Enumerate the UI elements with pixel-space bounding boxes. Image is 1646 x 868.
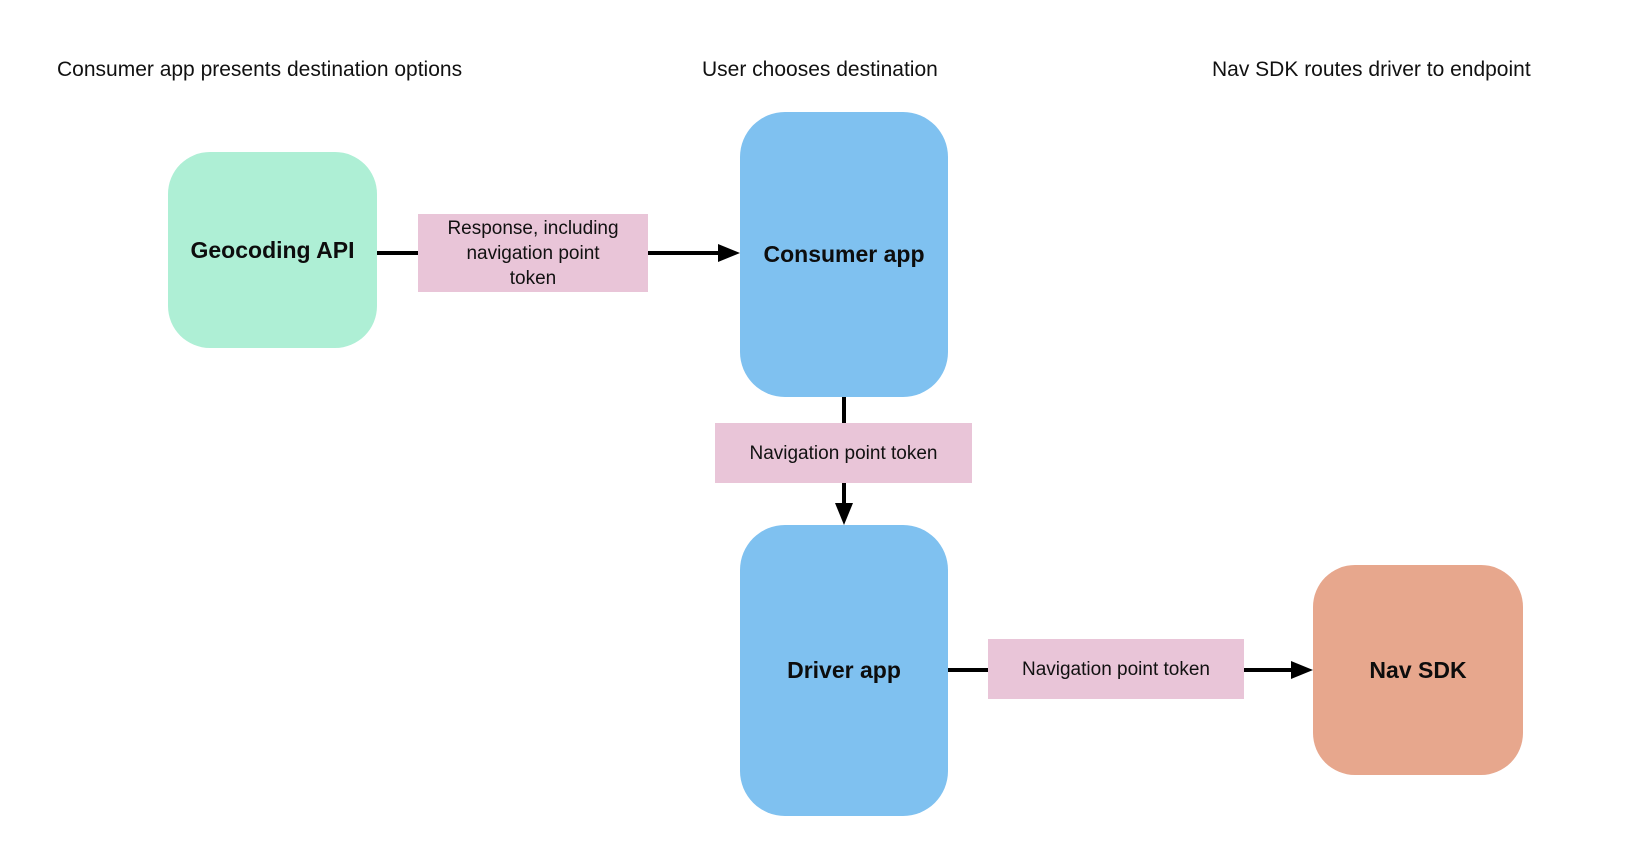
node-consumer-app: Consumer app [740, 112, 948, 397]
arrowhead-into-consumer-app-icon [718, 244, 740, 262]
edge-label-token-horizontal-text: Navigation point token [1021, 658, 1210, 680]
node-geocoding-api-label: Geocoding API [190, 236, 355, 263]
arrowhead-into-driver-app-icon [835, 503, 853, 525]
node-nav-sdk: Nav SDK [1313, 565, 1523, 775]
edge-label-navigation-point-token-horizontal: Navigation point token [988, 639, 1244, 699]
edge-label-response-text: Response, including navigation point tok… [447, 217, 619, 289]
edge-label-token-vertical-text: Navigation point token [749, 442, 938, 464]
node-consumer-app-label: Consumer app [763, 241, 925, 267]
node-nav-sdk-label: Nav SDK [1369, 656, 1467, 683]
edge-label-navigation-point-token-vertical: Navigation point token [715, 423, 972, 483]
node-geocoding-api: Geocoding API [168, 152, 377, 348]
node-driver-app: Driver app [740, 525, 948, 816]
caption-nav-sdk-routes-driver: Nav SDK routes driver to endpoint [1212, 58, 1531, 81]
caption-consumer-app-presents-options: Consumer app presents destination option… [57, 58, 463, 81]
edge-label-response-including-token: Response, including navigation point tok… [418, 214, 648, 292]
node-driver-app-label: Driver app [787, 657, 901, 683]
arrowhead-into-nav-sdk-icon [1291, 661, 1313, 679]
caption-user-chooses-destination: User chooses destination [702, 58, 938, 81]
